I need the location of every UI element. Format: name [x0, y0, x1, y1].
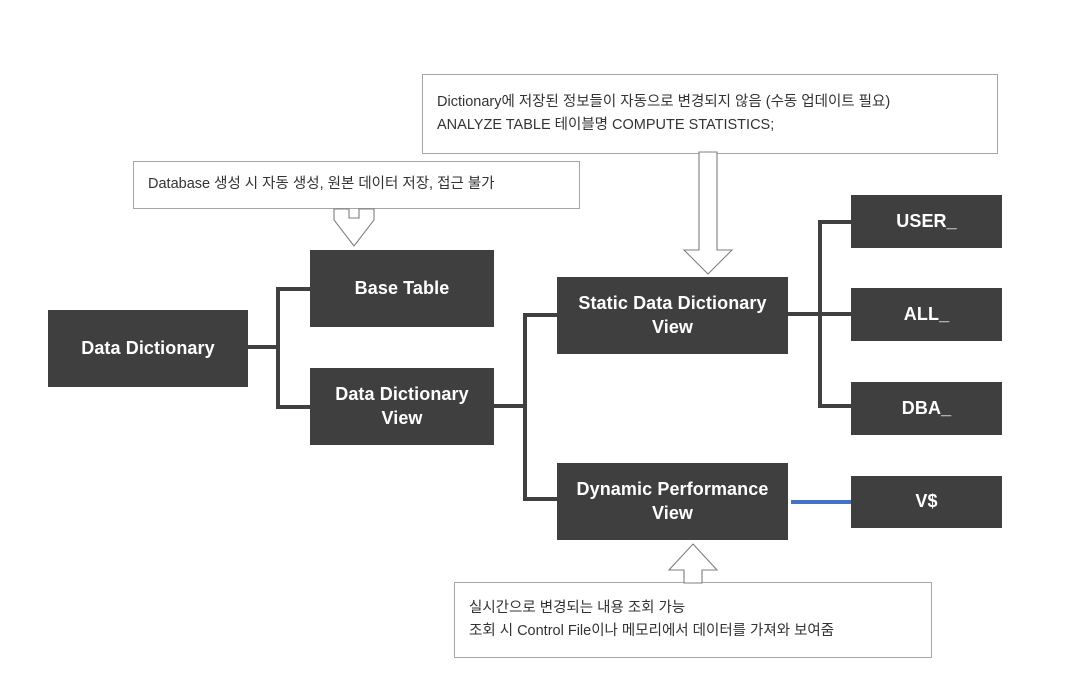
- node-v-dollar-label: V$: [915, 491, 938, 512]
- node-data-dictionary-view-line-2: View: [381, 407, 423, 428]
- connector-static-to-dba: [818, 404, 854, 408]
- connector-ddview-stub: [494, 404, 526, 408]
- node-static-view-line-1: Static Data Dictionary: [578, 293, 767, 314]
- connector-static-to-user: [818, 220, 854, 224]
- connector-dd-to-dd-view: [276, 405, 312, 409]
- callout-dynamic-performance: 실시간으로 변경되는 내용 조회 가능 조회 시 Control File이나 …: [454, 582, 932, 658]
- connector-ddview-bracket-vertical: [523, 313, 527, 501]
- connector-ddview-to-static: [523, 313, 559, 317]
- callout-static-line-2: ANALYZE TABLE 테이블명 COMPUTE STATISTICS;: [437, 117, 775, 133]
- node-data-dictionary[interactable]: Data Dictionary: [48, 310, 248, 387]
- connector-dd-stub: [248, 345, 280, 349]
- arrow-down-base-table: [333, 208, 375, 247]
- connector-dd-to-base-table: [276, 287, 312, 291]
- node-static-data-dictionary-view[interactable]: Static Data Dictionary View: [557, 277, 788, 354]
- callout-dynamic-line-1: 실시간으로 변경되는 내용 조회 가능: [469, 599, 686, 616]
- arrow-up-dynamic-performance: [667, 543, 719, 584]
- node-all-prefix-label: ALL_: [903, 303, 950, 324]
- callout-base-table: Database 생성 시 자동 생성, 원본 데이터 저장, 접근 불가: [133, 161, 580, 209]
- node-data-dictionary-label: Data Dictionary: [81, 337, 215, 358]
- connector-static-stub: [788, 312, 820, 316]
- callout-static-line-1: Dictionary에 저장된 정보들이 자동으로 변경되지 않음 (수동 업데…: [437, 93, 891, 110]
- callout-base-table-line-1: Database 생성 시 자동 생성, 원본 데이터 저장, 접근 불가: [148, 176, 495, 193]
- node-dba-prefix[interactable]: DBA_: [851, 382, 1002, 435]
- node-base-table-label: Base Table: [354, 277, 450, 298]
- node-base-table[interactable]: Base Table: [310, 250, 494, 327]
- node-v-dollar[interactable]: V$: [851, 476, 1002, 528]
- connector-dd-bracket-vertical: [276, 287, 280, 409]
- arrow-down-static-dictionary: [682, 151, 734, 275]
- connector-ddview-to-dynamic: [523, 497, 559, 501]
- callout-dynamic-line-2: 조회 시 Control File이나 메모리에서 데이터를 가져와 보여줌: [469, 623, 835, 639]
- connector-dynamic-to-vdollar: [791, 500, 851, 504]
- node-user-prefix-label: USER_: [896, 210, 957, 231]
- node-all-prefix[interactable]: ALL_: [851, 288, 1002, 341]
- node-dynamic-view-line-2: View: [651, 502, 694, 523]
- node-dynamic-view-line-1: Dynamic Performance: [576, 479, 769, 500]
- callout-static-dictionary: Dictionary에 저장된 정보들이 자동으로 변경되지 않음 (수동 업데…: [422, 74, 998, 154]
- node-static-view-line-2: View: [651, 316, 694, 337]
- connector-static-to-all: [818, 312, 854, 316]
- node-data-dictionary-view-line-1: Data Dictionary: [335, 384, 469, 405]
- node-dynamic-performance-view[interactable]: Dynamic Performance View: [557, 463, 788, 540]
- node-dba-prefix-label: DBA_: [901, 397, 952, 418]
- node-user-prefix[interactable]: USER_: [851, 195, 1002, 248]
- node-data-dictionary-view[interactable]: Data Dictionary View: [310, 368, 494, 445]
